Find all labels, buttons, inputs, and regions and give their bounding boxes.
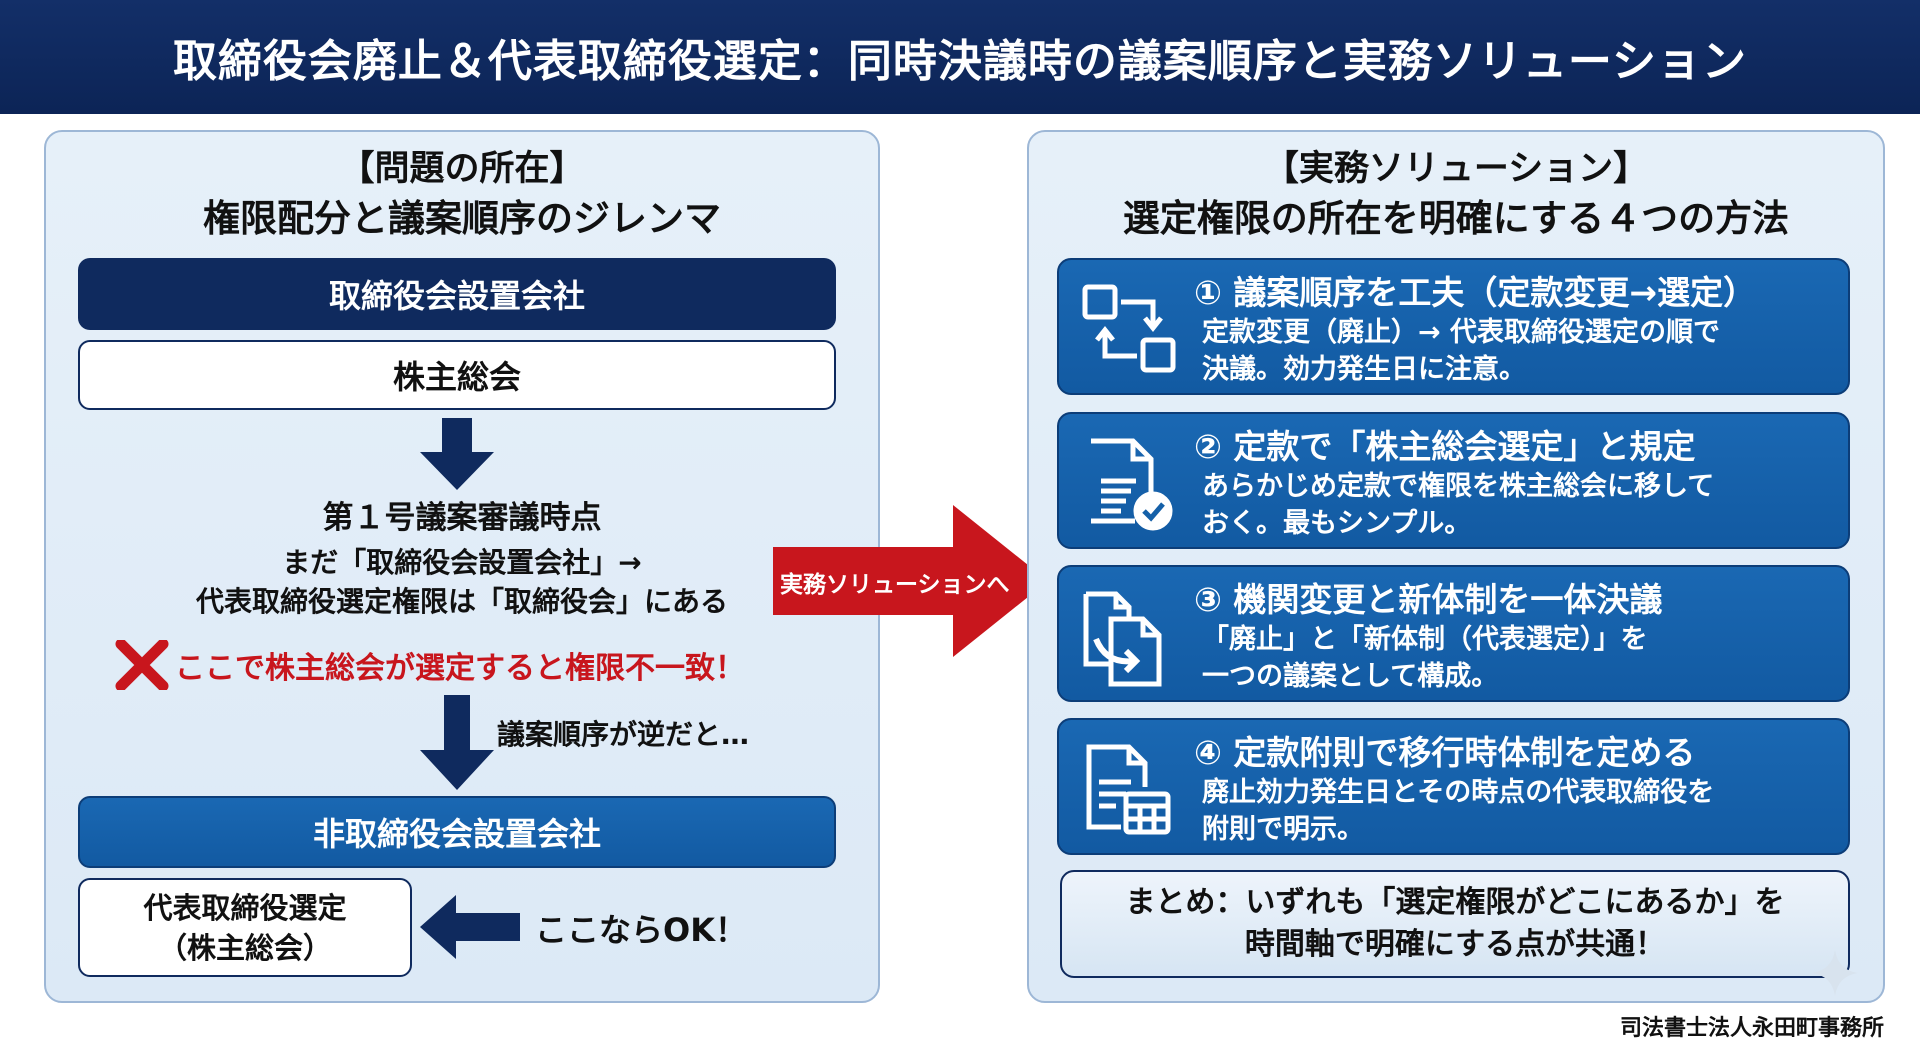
solution-card-4: ④ 定款附則で移行時体制を定める 廃止効力発生日とその時点の代表取締役を附則で明… — [1057, 718, 1850, 855]
ok-note: ここならOK！ — [535, 911, 748, 949]
sparkle-icon — [1812, 950, 1858, 996]
summary-box: まとめ：いずれも「選定権限がどこにあるか」を 時間軸で明確にする点が共通！ — [1060, 870, 1850, 978]
page-title: 取締役会廃止＆代表取締役選定：同時決議時の議案順序と実務ソリューション — [172, 36, 1748, 87]
selection-line-2: （株主総会） — [157, 931, 332, 965]
problem-subheading: 権限配分と議案順序のジレンマ — [203, 197, 721, 240]
document-calendar-icon — [1086, 744, 1171, 835]
summary-line-2: 時間軸で明確にする点が共通！ — [1244, 927, 1666, 962]
warning-text: ここで株主総会が選定すると権限不一致！ — [175, 651, 745, 686]
shareholders-box: 株主総会 — [78, 340, 836, 410]
footer-credit: 司法書士法人永田町事務所 — [1619, 1016, 1884, 1041]
down-arrow-icon — [420, 418, 494, 490]
card-desc-line: 定款変更（廃止）→ 代表取締役選定の順で — [1202, 317, 1721, 348]
card-title: ② 定款で「株主総会選定」と規定 — [1194, 427, 1696, 466]
summary-line-1: まとめ：いずれも「選定権限がどこにあるか」を — [1125, 885, 1785, 920]
reorder-icon — [1082, 284, 1176, 373]
cross-icon — [115, 640, 169, 690]
down-arrow-icon — [420, 695, 494, 790]
solution-subheading: 選定権限の所在を明確にする４つの方法 — [1122, 197, 1790, 240]
card-desc-line: 廃止効力発生日とその時点の代表取締役を — [1202, 777, 1715, 808]
bridge-label: 実務ソリューションへ — [780, 572, 1010, 598]
card-desc-line: 「廃止」と「新体制（代表選定）」を — [1202, 624, 1648, 655]
card-desc-line: おく。最もシンプル。 — [1202, 508, 1472, 539]
card-title: ④ 定款附則で移行時体制を定める — [1194, 733, 1696, 772]
card-desc-line: あらかじめ定款で権限を株主総会に移して — [1202, 471, 1715, 502]
solution-card-1: ① 議案順序を工夫（定款変更→選定） 定款変更（廃止）→ 代表取締役選定の順で決… — [1057, 258, 1850, 395]
point-title: 第１号議案審議時点 — [322, 500, 602, 536]
card-title: ③ 機関変更と新体制を一体決議 — [1194, 580, 1663, 619]
non-board-company-box: 非取締役会設置会社 — [78, 796, 836, 868]
board-company-box: 取締役会設置会社 — [78, 258, 836, 330]
problem-heading: 【問題の所在】 — [339, 149, 585, 189]
card-desc-line: 附則で明示。 — [1202, 814, 1364, 845]
card-desc-line: 決議。効力発生日に注意。 — [1202, 354, 1526, 385]
solution-card-2: ② 定款で「株主総会選定」と規定 あらかじめ定款で権限を株主総会に移しておく。最… — [1057, 412, 1850, 549]
reverse-order-note: 議案順序が逆だと… — [497, 718, 750, 751]
header-banner: 取締役会廃止＆代表取締役選定：同時決議時の議案順序と実務ソリューション — [0, 0, 1920, 114]
documents-merge-icon — [1083, 591, 1162, 687]
left-arrow-icon — [420, 895, 520, 959]
point-line-2: 代表取締役選定権限は「取締役会」にある — [195, 585, 728, 618]
selection-box: 代表取締役選定 （株主総会） — [78, 878, 412, 977]
card-desc-line: 一つの議案として構成。 — [1202, 661, 1499, 692]
card-title: ① 議案順序を工夫（定款変更→選定） — [1194, 273, 1757, 312]
point-line-1: まだ「取締役会設置会社」→ — [282, 546, 642, 579]
solution-card-3: ③ 機関変更と新体制を一体決議 「廃止」と「新体制（代表選定）」を一つの議案とし… — [1057, 565, 1850, 702]
selection-line-1: 代表取締役選定 — [143, 891, 347, 925]
document-check-icon — [1091, 438, 1173, 531]
solution-heading: 【実務ソリューション】 — [1263, 149, 1649, 189]
bridge-arrow-icon — [773, 505, 1048, 657]
